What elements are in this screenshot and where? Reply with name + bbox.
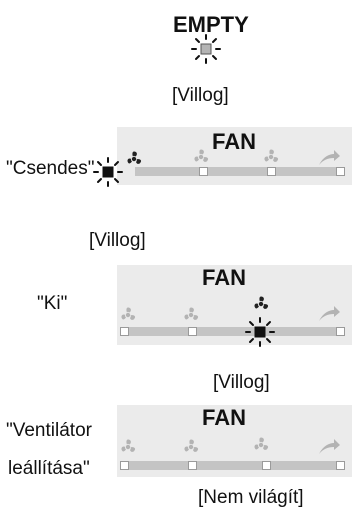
panel-1-title: FAN <box>212 129 256 154</box>
panel-3-caption: [Nem világít] <box>198 487 304 508</box>
level-indicator <box>120 461 129 470</box>
level-indicator <box>336 461 345 470</box>
level-indicator <box>188 327 197 336</box>
level-track <box>120 461 345 470</box>
fan-panel-1: FAN <box>117 127 352 185</box>
fan-panel-3: FAN <box>117 405 352 477</box>
empty-caption: [Villog] <box>172 85 229 106</box>
level-indicator <box>262 461 271 470</box>
fan-icon <box>121 439 136 452</box>
fan-icon <box>264 149 279 162</box>
panel-2-title: FAN <box>202 265 246 290</box>
level-track <box>135 167 345 176</box>
fan-icon <box>194 149 209 162</box>
blink-rays-icon <box>93 157 123 187</box>
panel-2-side-label: "Ki" <box>37 293 68 314</box>
empty-indicator-title: EMPTY <box>173 12 249 37</box>
panel-3-title: FAN <box>202 405 246 430</box>
level-track <box>120 327 345 336</box>
fan-panel-2: FAN <box>117 265 352 345</box>
fan-icon <box>254 296 269 309</box>
blink-rays-icon <box>191 34 221 64</box>
panel-3-side-label-line1: "Ventilátor <box>6 420 92 441</box>
fan-icon <box>121 307 136 320</box>
level-indicator <box>120 327 129 336</box>
panel-2-caption: [Villog] <box>213 372 270 393</box>
curved-arrow-icon <box>319 306 340 321</box>
panel-1-caption: [Villog] <box>89 230 146 251</box>
panel-3-side-label-line2: leállítása" <box>8 458 90 479</box>
fan-icon <box>254 437 269 450</box>
level-indicator <box>199 167 208 176</box>
blink-rays-icon <box>245 317 275 347</box>
fan-icon <box>184 439 199 452</box>
level-indicator <box>267 167 276 176</box>
curved-arrow-icon <box>319 150 340 165</box>
curved-arrow-icon <box>319 439 340 454</box>
level-indicator <box>188 461 197 470</box>
level-indicator <box>336 167 345 176</box>
fan-icon <box>184 307 199 320</box>
fan-icon <box>127 151 142 164</box>
level-indicator <box>336 327 345 336</box>
panel-1-side-label: "Csendes" <box>6 158 95 179</box>
